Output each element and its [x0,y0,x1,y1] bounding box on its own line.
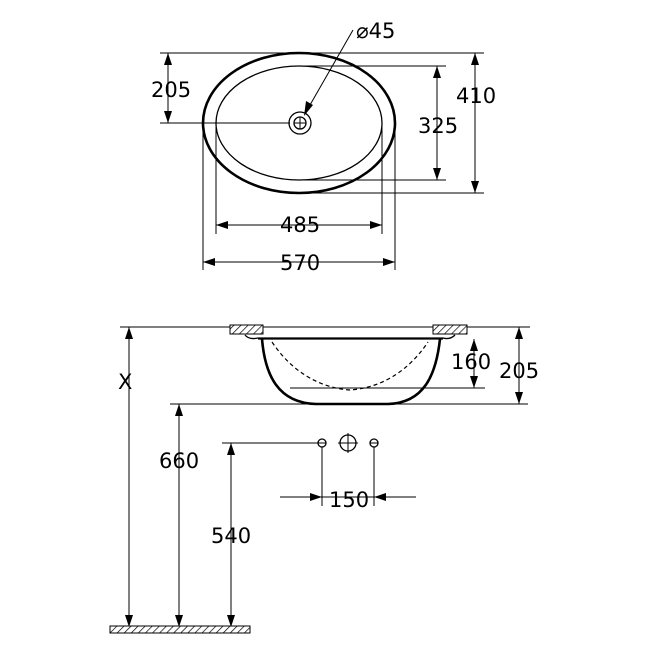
tap-spacing-label: 150 [329,488,369,512]
top-view: ⌀45 205 325 410 [151,19,496,275]
underside-height-dimension: 660 [159,404,199,627]
hole-diameter-dimension: ⌀45 [304,19,395,116]
outer-width-label: 570 [280,251,320,275]
left-valve-icon [317,438,327,448]
outer-width-dimension: 570 [202,123,396,275]
right-valve-icon [369,438,379,448]
inner-depth-label: 325 [418,114,458,138]
outer-depth-label: 410 [456,84,496,108]
hole-diameter-label: ⌀45 [356,19,395,43]
drain-hole-icon [288,111,312,135]
inner-depth-dimension: 325 [300,65,458,181]
basin-profile [244,334,456,406]
tap-connection-icon [338,433,358,453]
overall-height-label: X [118,370,132,394]
underside-height-label: 660 [159,449,199,473]
basin-inner-depth-dimension: 160 [451,339,491,388]
tap-height-dimension: 540 [211,443,251,627]
floor-section [109,625,251,634]
countertop-left-section [229,324,264,335]
basin-total-depth-dimension: 205 [499,327,539,404]
hole-offset-dimension: 205 [151,52,298,124]
outer-depth-dimension: 410 [300,52,496,194]
overall-height-dimension: X [118,327,133,627]
inner-width-dimension: 485 [215,123,383,237]
basin-total-depth-label: 205 [499,359,539,383]
basin-inner-depth-label: 160 [451,350,491,374]
side-view: X 160 205 660 [109,324,539,634]
tap-connections [222,433,379,506]
tap-height-label: 540 [211,524,251,548]
countertop-right-section [432,324,468,335]
hole-offset-label: 205 [151,78,191,102]
inner-width-label: 485 [280,213,320,237]
tap-spacing-dimension: 150 [280,488,416,512]
